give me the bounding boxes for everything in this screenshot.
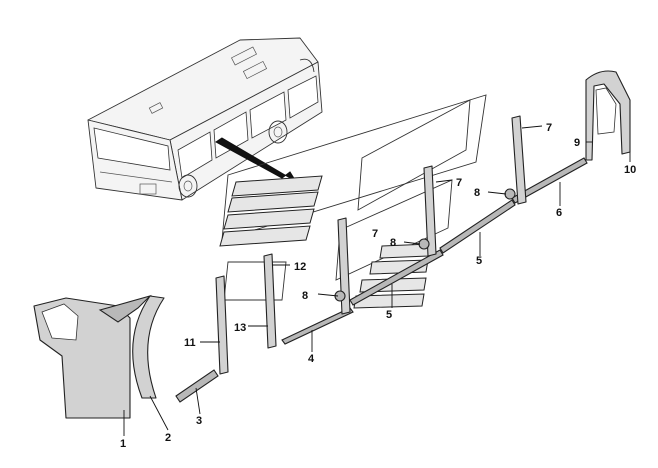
label-part-11: 11 xyxy=(184,337,196,349)
bus-overview-illustration xyxy=(87,37,323,201)
label-part-4: 4 xyxy=(308,353,315,365)
part-2-curved-trim xyxy=(132,295,165,399)
label-part-5-upper: 5 xyxy=(476,255,482,267)
label-part-1: 1 xyxy=(120,438,126,450)
label-part-7-middle: 7 xyxy=(456,177,462,189)
part-number-labels: 1 2 3 4 5 5 6 7 7 7 8 8 8 9 10 11 12 13 xyxy=(120,122,636,450)
label-part-12: 12 xyxy=(294,261,306,273)
label-part-7-left: 7 xyxy=(372,228,378,240)
label-part-5-lower: 5 xyxy=(386,309,392,321)
label-part-8-right: 8 xyxy=(474,187,480,199)
rails-4-5-6 xyxy=(281,157,588,345)
label-part-8-left: 8 xyxy=(302,290,308,302)
label-part-3: 3 xyxy=(196,415,202,427)
part-3-short-bar xyxy=(175,369,219,403)
label-part-9: 9 xyxy=(574,137,580,149)
window-panel-outline xyxy=(219,94,487,309)
vertical-posts xyxy=(215,115,527,375)
label-part-6: 6 xyxy=(556,207,562,219)
leader-lines xyxy=(123,125,631,436)
label-part-2: 2 xyxy=(165,432,171,444)
label-part-8-middle: 8 xyxy=(390,237,396,249)
rear-pillar-9-10 xyxy=(585,70,631,161)
label-part-13: 13 xyxy=(234,322,246,334)
label-part-7-right: 7 xyxy=(546,122,552,134)
label-part-10: 10 xyxy=(624,164,636,176)
part-1-front-panel xyxy=(33,294,152,419)
